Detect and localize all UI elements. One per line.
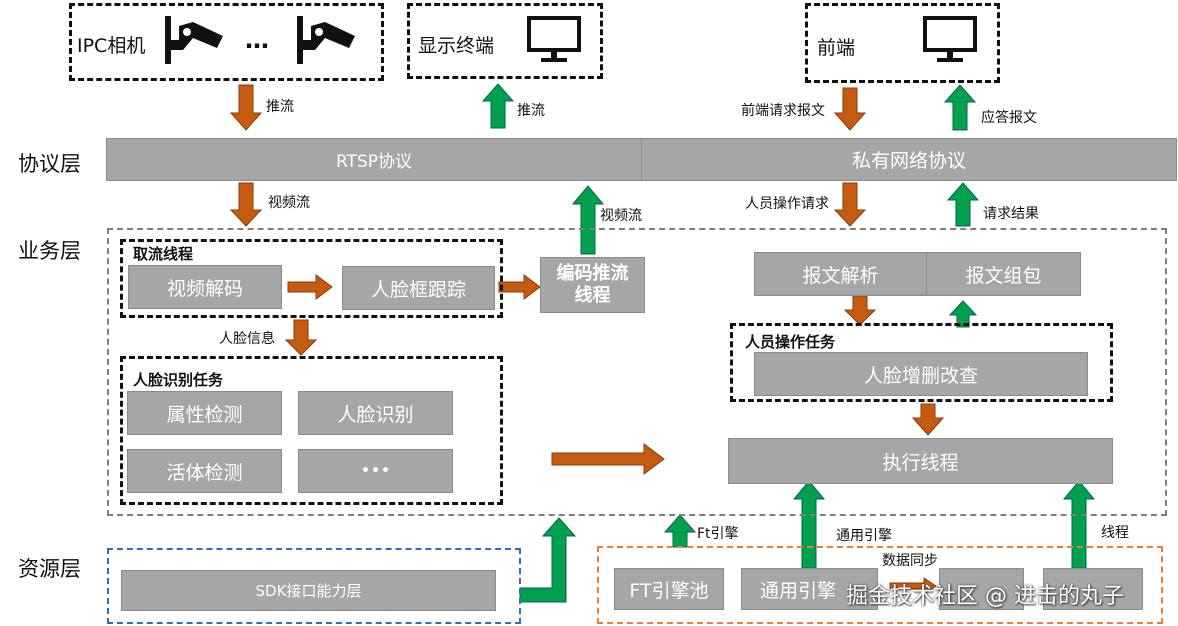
arrow-ft-engine xyxy=(663,514,697,548)
arrow-decode-to-track xyxy=(287,274,333,300)
attr-detect-box: 属性检测 xyxy=(127,391,282,435)
monitor-icon xyxy=(923,16,977,62)
ellipsis: … xyxy=(245,26,269,54)
arrow-request-result xyxy=(946,182,980,227)
face-track-box: 人脸框跟踪 xyxy=(342,266,495,310)
face-recog-box: 人脸识别 xyxy=(298,391,453,435)
fetch-thread-group xyxy=(120,239,503,318)
label-frontend-request: 前端请求报文 xyxy=(741,103,825,119)
label-video-stream-out: 视频流 xyxy=(600,208,642,224)
arrow-video-stream-in xyxy=(229,182,263,227)
video-decode-box: 视频解码 xyxy=(128,265,282,309)
ipc-camera-label: IPC相机 xyxy=(77,35,146,57)
label-person-op-request: 人员操作请求 xyxy=(745,196,829,212)
label-ft-engine: Ft引擎 xyxy=(697,526,739,542)
ipc-camera-group xyxy=(69,3,384,81)
encode-push-thread-box: 编码推流线程 xyxy=(540,257,645,313)
layer-protocol: 协议层 xyxy=(18,152,81,176)
person-op-task-title: 人员操作任务 xyxy=(745,333,836,351)
label-request-result: 请求结果 xyxy=(983,206,1039,222)
private-protocol-bar: 私有网络协议 xyxy=(641,138,1177,181)
label-video-stream-in: 视频流 xyxy=(268,195,310,211)
arrow-response-msg xyxy=(943,84,977,131)
arrow-task-to-exec xyxy=(911,403,945,436)
monitor-icon xyxy=(527,16,581,62)
fetch-thread-title: 取流线程 xyxy=(133,245,194,263)
label-push-stream-out: 推流 xyxy=(517,103,545,119)
arrow-face-info xyxy=(284,319,318,356)
arrow-thread xyxy=(1062,480,1096,569)
watermark: 掘金技术社区 @ 进击的丸子 xyxy=(846,584,1124,609)
layer-business: 业务层 xyxy=(18,239,81,263)
label-push-stream-in: 推流 xyxy=(266,99,294,115)
encode-push-label: 编码推流线程 xyxy=(556,263,629,306)
ft-engine-pool-box: FT引擎池 xyxy=(614,568,724,610)
msg-parse-box: 报文解析 xyxy=(754,252,927,296)
more-box: ••• xyxy=(298,449,453,493)
label-thread: 线程 xyxy=(1101,525,1129,541)
display-terminal-label: 显示终端 xyxy=(418,35,495,57)
label-face-info: 人脸信息 xyxy=(219,331,275,347)
label-general-engine: 通用引擎 xyxy=(836,528,892,544)
sdk-layer-frame xyxy=(107,548,521,624)
arrow-sdk-up xyxy=(519,517,577,603)
label-response-msg: 应答报文 xyxy=(981,110,1037,126)
arrow-push-stream-in xyxy=(229,84,263,131)
arrow-frontend-request xyxy=(833,87,867,131)
liveness-box: 活体检测 xyxy=(127,449,282,493)
engine-layer-frame xyxy=(597,546,1163,624)
label-data-sync: 数据同步 xyxy=(882,553,938,569)
camera-icon xyxy=(165,16,223,64)
face-recog-task-group xyxy=(120,356,503,505)
arrow-video-stream-out xyxy=(571,185,605,255)
layer-resource: 资源层 xyxy=(18,557,81,581)
arrow-face-to-exec xyxy=(551,443,665,475)
resource-box-4 xyxy=(1043,568,1143,610)
arrow-general-engine xyxy=(792,480,826,569)
person-op-task-group xyxy=(730,323,1113,402)
rtsp-protocol-bar: RTSP协议 xyxy=(106,138,642,181)
camera-icon xyxy=(297,16,355,64)
arrow-person-op-request xyxy=(833,182,867,227)
business-layer-frame xyxy=(107,228,1167,516)
arrow-parse-to-task xyxy=(843,295,877,326)
face-crud-box: 人脸增删改查 xyxy=(754,352,1088,396)
face-recog-task-title: 人脸识别任务 xyxy=(133,371,224,389)
display-terminal-group xyxy=(407,3,603,79)
msg-pack-box: 报文组包 xyxy=(926,252,1081,296)
frontend-group xyxy=(805,3,1000,83)
frontend-label: 前端 xyxy=(817,37,856,59)
arrow-track-to-encode xyxy=(498,274,541,300)
general-engine-box: 通用引擎 xyxy=(741,568,878,610)
exec-thread-box: 执行线程 xyxy=(728,438,1113,484)
arrow-push-stream-out xyxy=(481,83,515,129)
arrow-data-sync xyxy=(889,577,937,595)
sdk-interface-box: SDK接口能力层 xyxy=(121,570,496,611)
resource-box-3 xyxy=(939,568,1024,610)
